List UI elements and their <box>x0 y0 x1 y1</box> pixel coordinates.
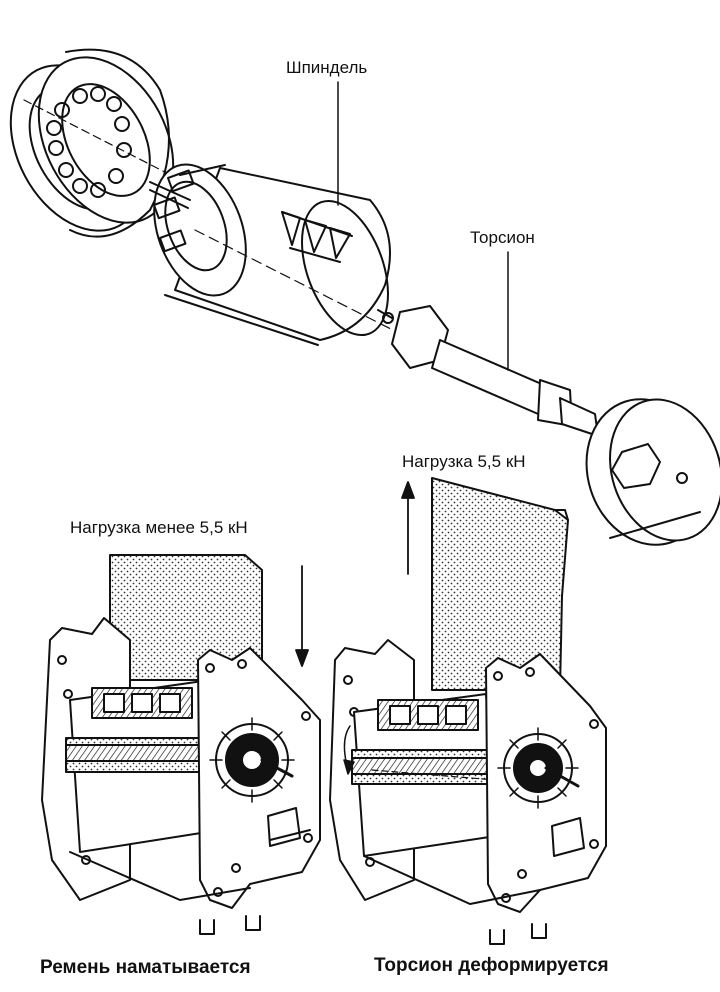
caption-right: Торсион деформируется <box>374 955 609 976</box>
rotation-arrow <box>343 725 355 775</box>
arrow-up <box>401 481 415 575</box>
load-low-label: Нагрузка менее 5,5 кН <box>70 518 248 537</box>
spindle-label: Шпиндель <box>286 58 368 77</box>
caption-left: Ремень наматывается <box>40 957 251 978</box>
arrow-down <box>295 565 309 667</box>
torsion-bar <box>391 305 609 441</box>
end-disc <box>585 398 720 546</box>
bearing-ring <box>9 48 201 238</box>
spindle <box>149 163 394 346</box>
left-mechanism <box>41 554 321 935</box>
right-mechanism <box>329 477 607 945</box>
torsion-label: Торсион <box>470 228 535 247</box>
load-high-label: Нагрузка 5,5 кН <box>402 452 526 471</box>
